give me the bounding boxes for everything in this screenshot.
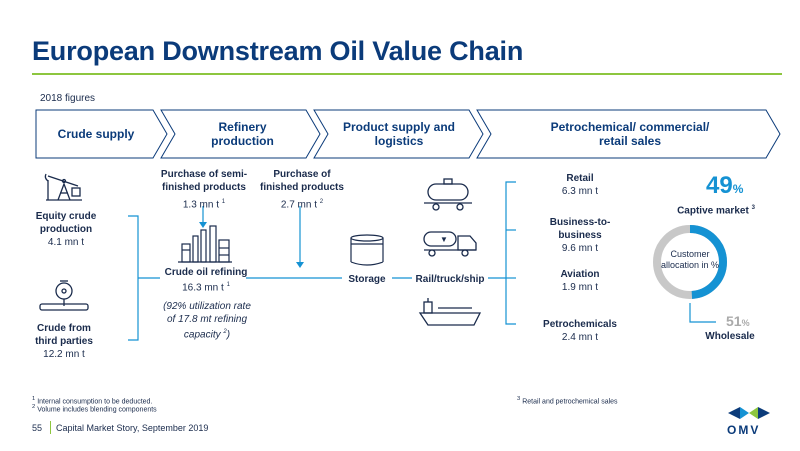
sales-b2b-label: Business-to-business [549, 217, 611, 241]
sales-aviation-value: 1.9 mn t [561, 282, 599, 293]
stage-chevron-logistics [313, 109, 484, 159]
semi-finished-label: Purchase of semi-finished products [160, 169, 248, 193]
sales-retail-label: Retail [566, 173, 594, 184]
omv-logo-icon [728, 407, 770, 419]
footnote-ref-1: 1 [221, 199, 226, 205]
omv-brand-text: OMV [727, 423, 761, 437]
footnote-ref-3: 3 [751, 205, 755, 211]
footnote-2-text: Volume includes blending components [37, 406, 157, 414]
sales-retail: Retail 6.3 mn t [530, 172, 630, 198]
third-party-crude-item: Crude from third parties 12.2 mn t [32, 322, 96, 361]
refinery-icon [178, 225, 232, 263]
footnote-3: 3 Retail and petrochemical sales [517, 396, 618, 405]
donut-center-label: Customer allocation in % [660, 249, 720, 270]
sales-aviation-label: Aviation [560, 269, 600, 280]
rail-tank-car-icon [424, 178, 472, 211]
sales-petrochemicals-label: Petrochemicals [543, 319, 617, 330]
footnote-3-text: Retail and petrochemical sales [522, 398, 618, 406]
footnote-1: 1 Internal consumption to be deducted. [32, 396, 152, 405]
finished-label: Purchase of finished products [260, 169, 344, 193]
stage-chevron-refinery [160, 109, 321, 159]
captive-pct-sign: % [732, 182, 744, 196]
captive-market-label: Captive market 3 [676, 202, 756, 217]
finished-purchase-item: Purchase of finished products 2.7 mn t 2 [256, 168, 348, 211]
stage-chevron-sales [476, 109, 781, 159]
storage-tank-icon [350, 234, 384, 266]
footnote-1-text: Internal consumption to be deducted. [37, 398, 153, 406]
captive-pct-value: 49 [706, 172, 733, 199]
third-party-crude-label: Crude from third parties [35, 323, 93, 347]
crude-refining-label: Crude oil refining [164, 267, 248, 278]
customer-allocation-donut [653, 225, 727, 299]
stage-label-sales: Petrochemical/ commercial/ retail sales [550, 120, 710, 148]
equity-crude-value: 4.1 mn t [47, 237, 85, 248]
wholesale-pct-value: 51 [726, 313, 742, 329]
sales-b2b-value: 9.6 mn t [561, 243, 599, 254]
footnote-1-mark: 1 [32, 396, 36, 402]
footnote-2-mark: 2 [32, 404, 36, 410]
stage-label-logistics: Product supply and logistics [342, 120, 455, 148]
flow-line-supply [128, 215, 139, 341]
svg-text:▼: ▼ [440, 235, 448, 244]
footer-separator [50, 421, 51, 434]
wholesale-pct-sign: % [741, 318, 750, 328]
wholesale-percentage: 51% [726, 313, 750, 329]
stage-chevron-crude-supply [35, 109, 168, 159]
sales-petrochemicals: Petrochemicals 2.4 mn t [530, 318, 630, 344]
footnote-ref-2b: 2 [223, 329, 227, 335]
footnote-ref-1b: 1 [226, 282, 230, 288]
sales-petrochemicals-value: 2.4 mn t [561, 332, 599, 343]
figures-year-label: 2018 figures [40, 93, 96, 104]
sales-b2b: Business-to-business 9.6 mn t [548, 216, 612, 255]
utilization-note: (92% utilization rate of 17.8 mt refinin… [160, 300, 254, 341]
footer-text: Capital Market Story, September 2019 [56, 423, 209, 433]
page-title: European Downstream Oil Value Chain [32, 36, 524, 66]
transport-label: Rail/truck/ship [415, 274, 485, 285]
oil-pump-icon [44, 173, 82, 201]
wholesale-bracket [689, 303, 716, 323]
tank-truck-icon: ▼ [423, 231, 477, 257]
footnote-ref-2: 2 [319, 199, 324, 205]
wholesale-label: Wholesale [705, 331, 755, 342]
pipeline-valve-icon [39, 280, 89, 311]
stage-label-refinery: Refinery production [211, 120, 274, 148]
flow-branch-sales [505, 181, 516, 325]
utilization-close: ) [226, 329, 231, 341]
donut-captive-segment [653, 225, 727, 299]
tanker-ship-icon [418, 298, 482, 326]
semi-finished-purchase-item: Purchase of semi-finished products 1.3 m… [156, 168, 252, 211]
equity-crude-item: Equity crude production 4.1 mn t [30, 210, 102, 249]
captive-percentage: 49% [706, 172, 743, 200]
stage-label-crude-supply: Crude supply [57, 127, 135, 141]
captive-market-text: Captive market [677, 205, 749, 217]
page-number: 55 [32, 423, 43, 433]
storage-label: Storage [348, 274, 386, 285]
title-underline [32, 73, 782, 75]
footnote-3-mark: 3 [517, 396, 521, 402]
semi-finished-value: 1.3 mn t [182, 199, 219, 211]
crude-refining-item: Crude oil refining 16.3 mn t 1 [158, 266, 254, 294]
crude-refining-value: 16.3 mn t [182, 282, 224, 294]
footnote-2: 2 Volume includes blending components [32, 404, 157, 413]
sales-aviation: Aviation 1.9 mn t [530, 268, 630, 294]
finished-value: 2.7 mn t [280, 199, 317, 211]
sales-retail-value: 6.3 mn t [561, 186, 599, 197]
equity-crude-label: Equity crude production [35, 211, 97, 235]
third-party-crude-value: 12.2 mn t [43, 349, 85, 360]
utilization-note-text: (92% utilization rate of 17.8 mt refinin… [163, 301, 251, 341]
